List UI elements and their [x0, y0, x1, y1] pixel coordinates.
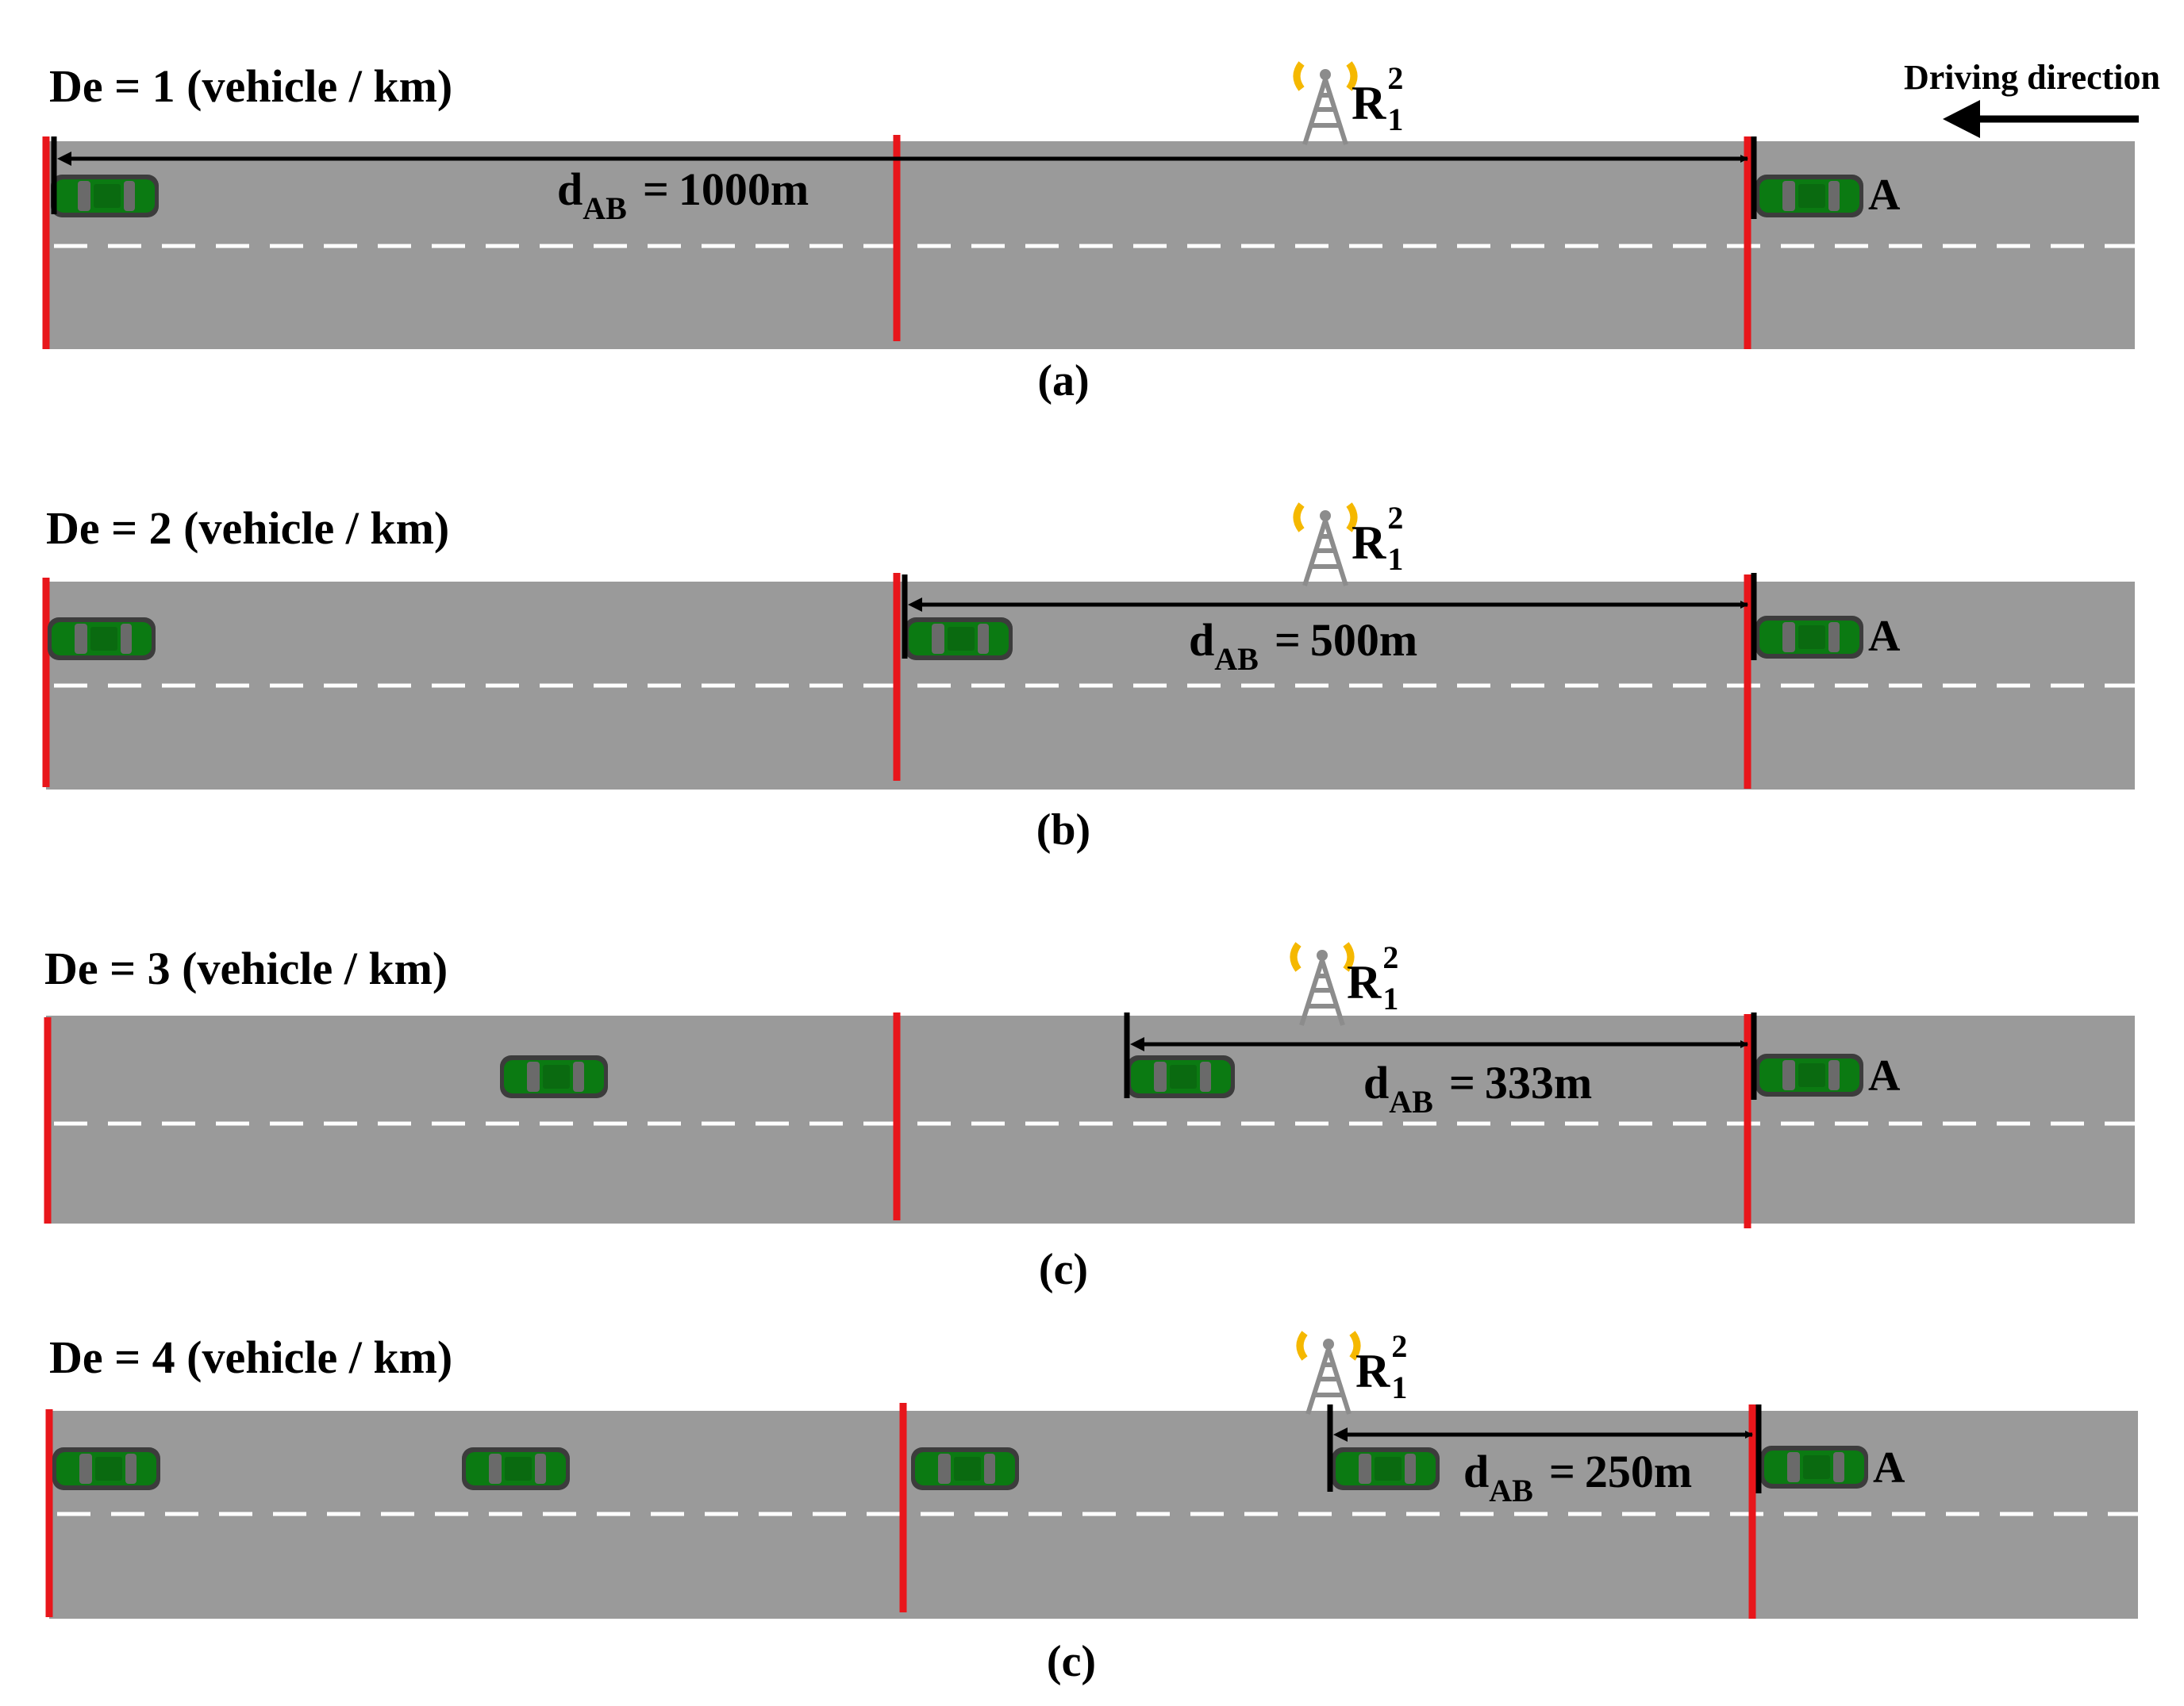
vehicle-a — [1755, 616, 1863, 659]
distance-label: dAB=333m — [1363, 1057, 1592, 1120]
density-label: De = 4 (vehicle / km) — [49, 1331, 452, 1383]
distance-label: dAB=1000m — [557, 163, 809, 226]
vehicle-a-label: A — [1868, 612, 1901, 661]
vehicle-a — [1755, 175, 1863, 217]
distance-indicator — [1124, 1012, 1757, 1100]
relay-label: R12 — [1352, 500, 1403, 577]
density-label: De = 2 (vehicle / km) — [46, 502, 449, 554]
relay-label: R12 — [1352, 60, 1403, 137]
vehicle-a-label: A — [1868, 171, 1901, 220]
distance-indicator — [902, 573, 1757, 660]
road — [46, 1016, 2135, 1224]
vehicle-a — [1760, 1446, 1868, 1489]
driving-direction-label: Driving direction — [1904, 58, 2160, 97]
vehicle — [52, 1447, 160, 1490]
density-label: De = 3 (vehicle / km) — [44, 943, 448, 994]
density-label: De = 1 (vehicle / km) — [49, 60, 452, 112]
panel-a: De = 1 (vehicle / km) A dAB=1000m — [42, 60, 2135, 405]
relay-label: R12 — [1347, 939, 1398, 1016]
antenna-tower-icon — [1296, 1331, 1361, 1415]
panel-caption: (c) — [1039, 1245, 1088, 1294]
panel-c: De = 3 (vehicle / km) A — [44, 939, 2135, 1294]
distance-label: dAB=500m — [1189, 614, 1417, 677]
relay-label: R12 — [1355, 1328, 1407, 1405]
driving-direction-arrow-icon — [1943, 100, 2139, 138]
antenna-tower-icon — [1293, 502, 1358, 586]
vehicle-a — [1755, 1054, 1863, 1097]
vehicle-a-label: A — [1868, 1051, 1901, 1101]
vehicle — [905, 617, 1013, 660]
distance-indicator — [51, 136, 1757, 219]
distance-label: dAB=250m — [1463, 1446, 1692, 1508]
panel-d: De = 4 (vehicle / km) — [45, 1328, 2138, 1686]
vehicle — [51, 175, 159, 217]
panel-caption: (b) — [1036, 805, 1090, 855]
antenna-tower-icon — [1293, 61, 1358, 145]
vehicle — [462, 1447, 570, 1490]
vehicle — [1127, 1055, 1235, 1098]
panel-caption: (c) — [1047, 1637, 1096, 1686]
vehicle — [48, 617, 156, 660]
vehicle-a-label: A — [1873, 1443, 1905, 1493]
vehicle — [1332, 1447, 1440, 1490]
panel-caption: (a) — [1037, 356, 1089, 405]
panel-b: De = 2 (vehicle / km) A — [42, 500, 2135, 855]
distance-indicator — [1327, 1404, 1762, 1493]
vehicle — [500, 1055, 608, 1098]
vehicle — [911, 1447, 1019, 1490]
antenna-tower-icon — [1290, 942, 1355, 1026]
